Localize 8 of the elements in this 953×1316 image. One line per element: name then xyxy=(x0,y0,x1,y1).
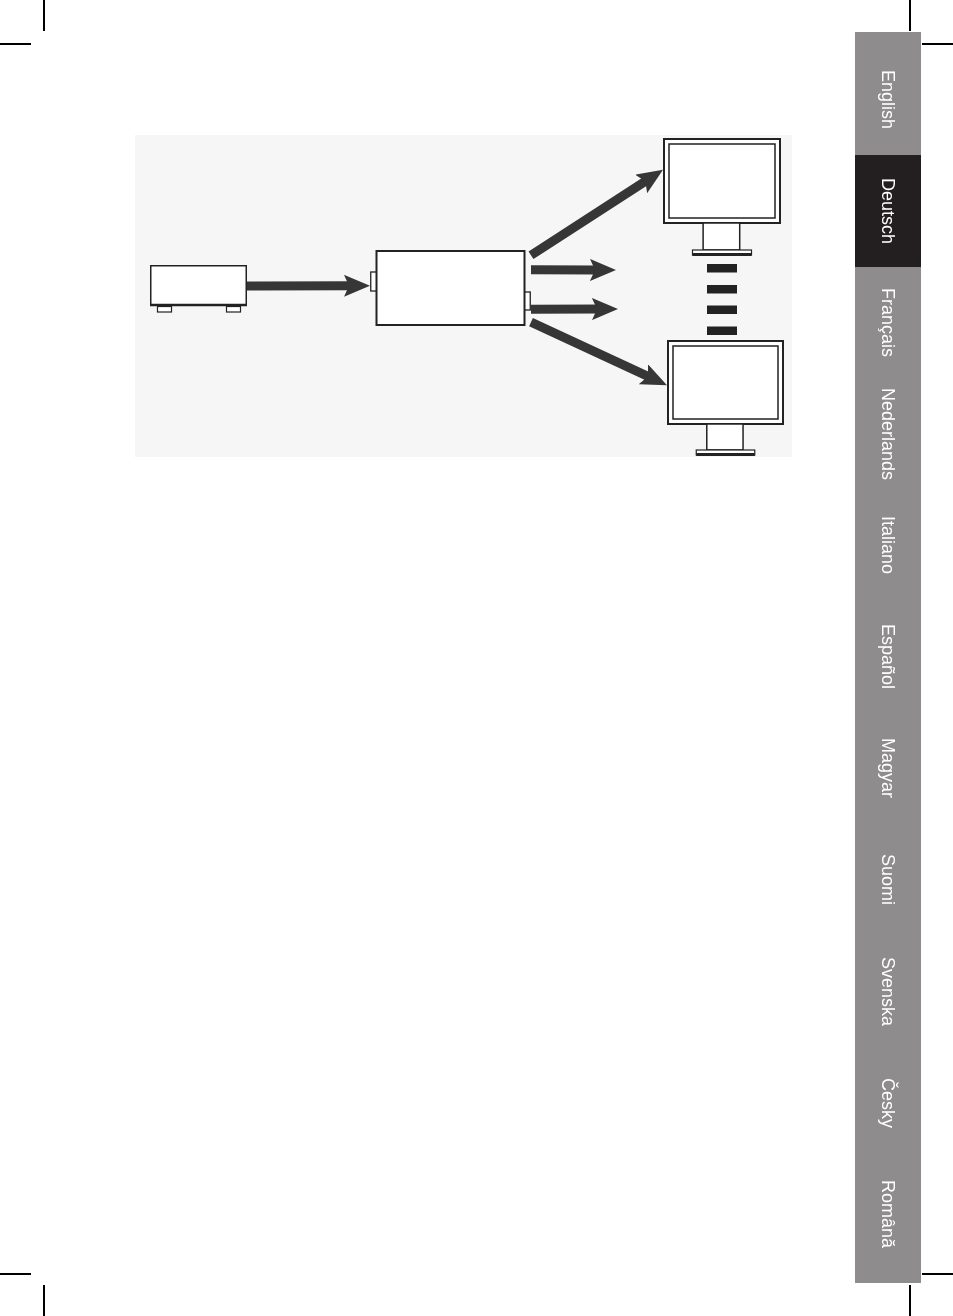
monitor-drawing xyxy=(667,340,784,456)
splitter-box-drawing xyxy=(370,250,531,326)
arrow xyxy=(247,274,370,297)
language-tab: Deutsch xyxy=(855,155,921,267)
arrow xyxy=(531,258,616,281)
arrow xyxy=(531,298,618,321)
monitor-drawing xyxy=(663,138,781,256)
source-device-drawing xyxy=(150,265,247,313)
